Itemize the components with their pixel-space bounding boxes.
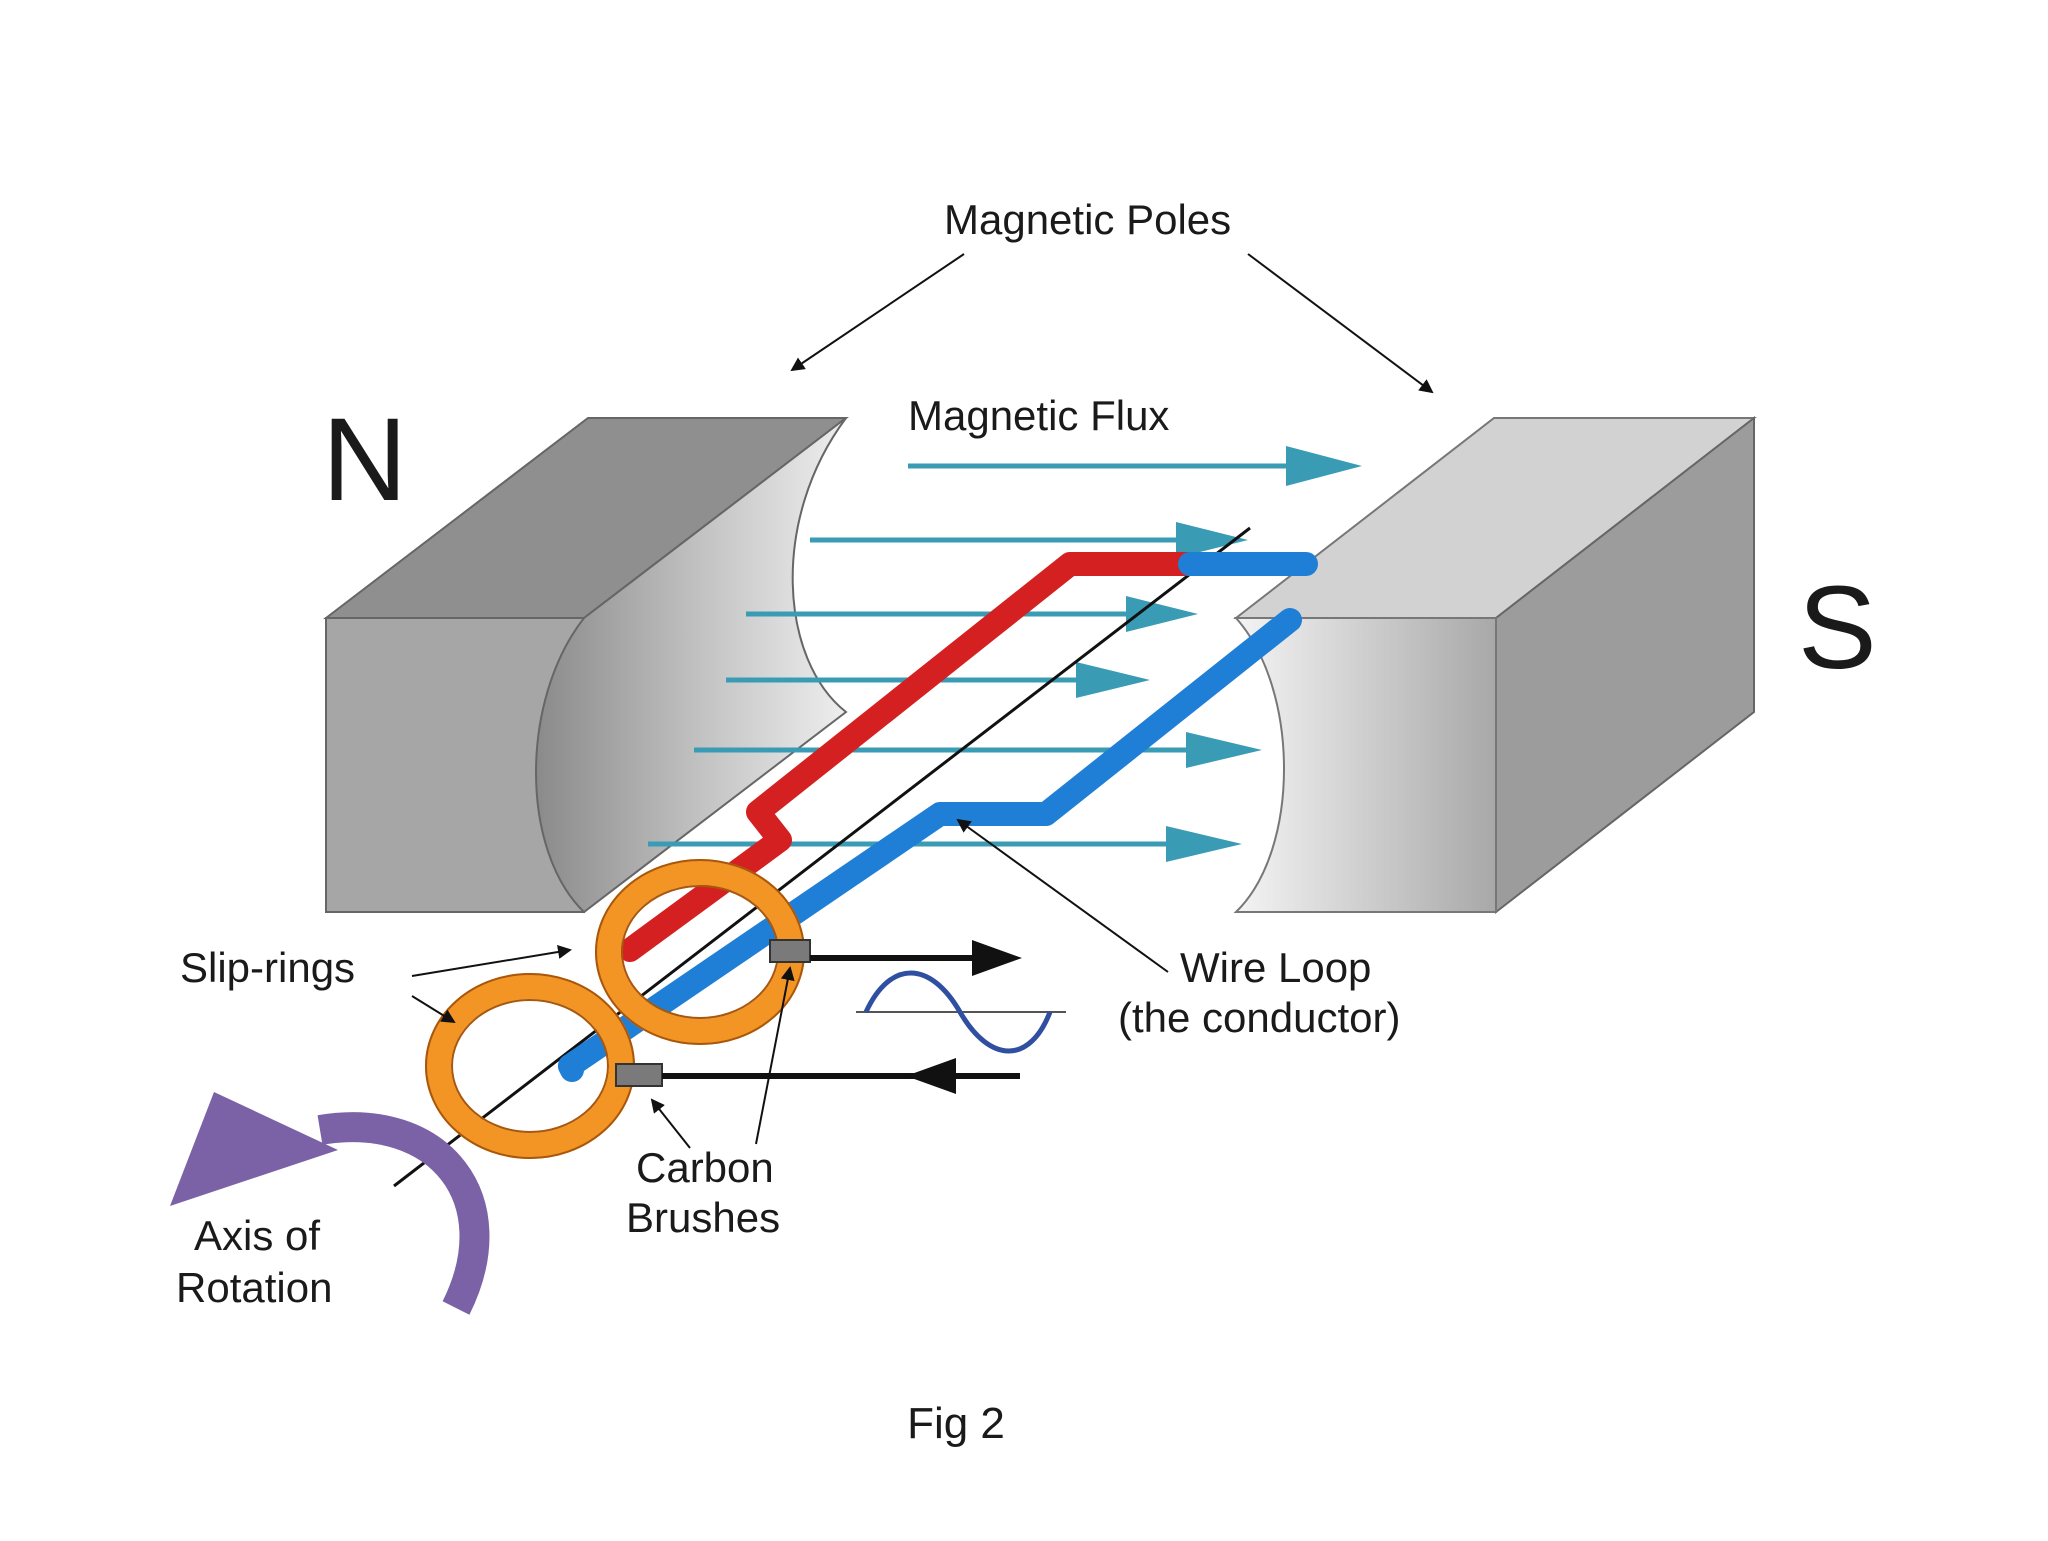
label-carbon-brushes-2: Brushes [626,1194,780,1241]
label-north-pole: N [322,394,407,526]
north-magnet [323,417,849,914]
label-axis-of-rotation-1: Axis of [194,1212,320,1259]
flux-arrow [908,446,1362,486]
leader-lines [411,253,1434,1149]
flux-arrow [810,522,1248,558]
rotation-axis-line [393,526,1251,1188]
label-wire-loop-1: Wire Loop [1180,944,1371,991]
label-carbon-brushes-1: Carbon [636,1144,774,1191]
flux-arrow [746,596,1198,632]
ac-sine-wave [856,970,1066,1054]
wire-blue-segment-main [558,608,1302,1078]
label-south-pole: S [1798,562,1877,694]
figure-caption: Fig 2 [907,1399,1005,1448]
output-current-arrow-in [662,1058,1020,1094]
label-magnetic-poles: Magnetic Poles [944,196,1231,243]
label-magnetic-flux: Magnetic Flux [908,392,1169,439]
label-axis-of-rotation-2: Rotation [176,1264,332,1311]
flux-arrows [648,446,1362,862]
south-magnet [1233,415,1757,915]
label-slip-rings: Slip-rings [180,944,355,991]
output-current-arrow-out [810,940,1022,976]
carbon-brush-rear [769,939,811,963]
north-pole-face [535,417,848,914]
south-pole-face [1233,617,1497,913]
slip-ring-front [425,973,635,1159]
flux-arrow [726,662,1150,698]
wire-blue-end [558,1054,584,1082]
rotation-arrow [170,1092,490,1315]
label-wire-loop-2: (the conductor) [1118,994,1400,1041]
carbon-brush-front [615,1063,663,1087]
